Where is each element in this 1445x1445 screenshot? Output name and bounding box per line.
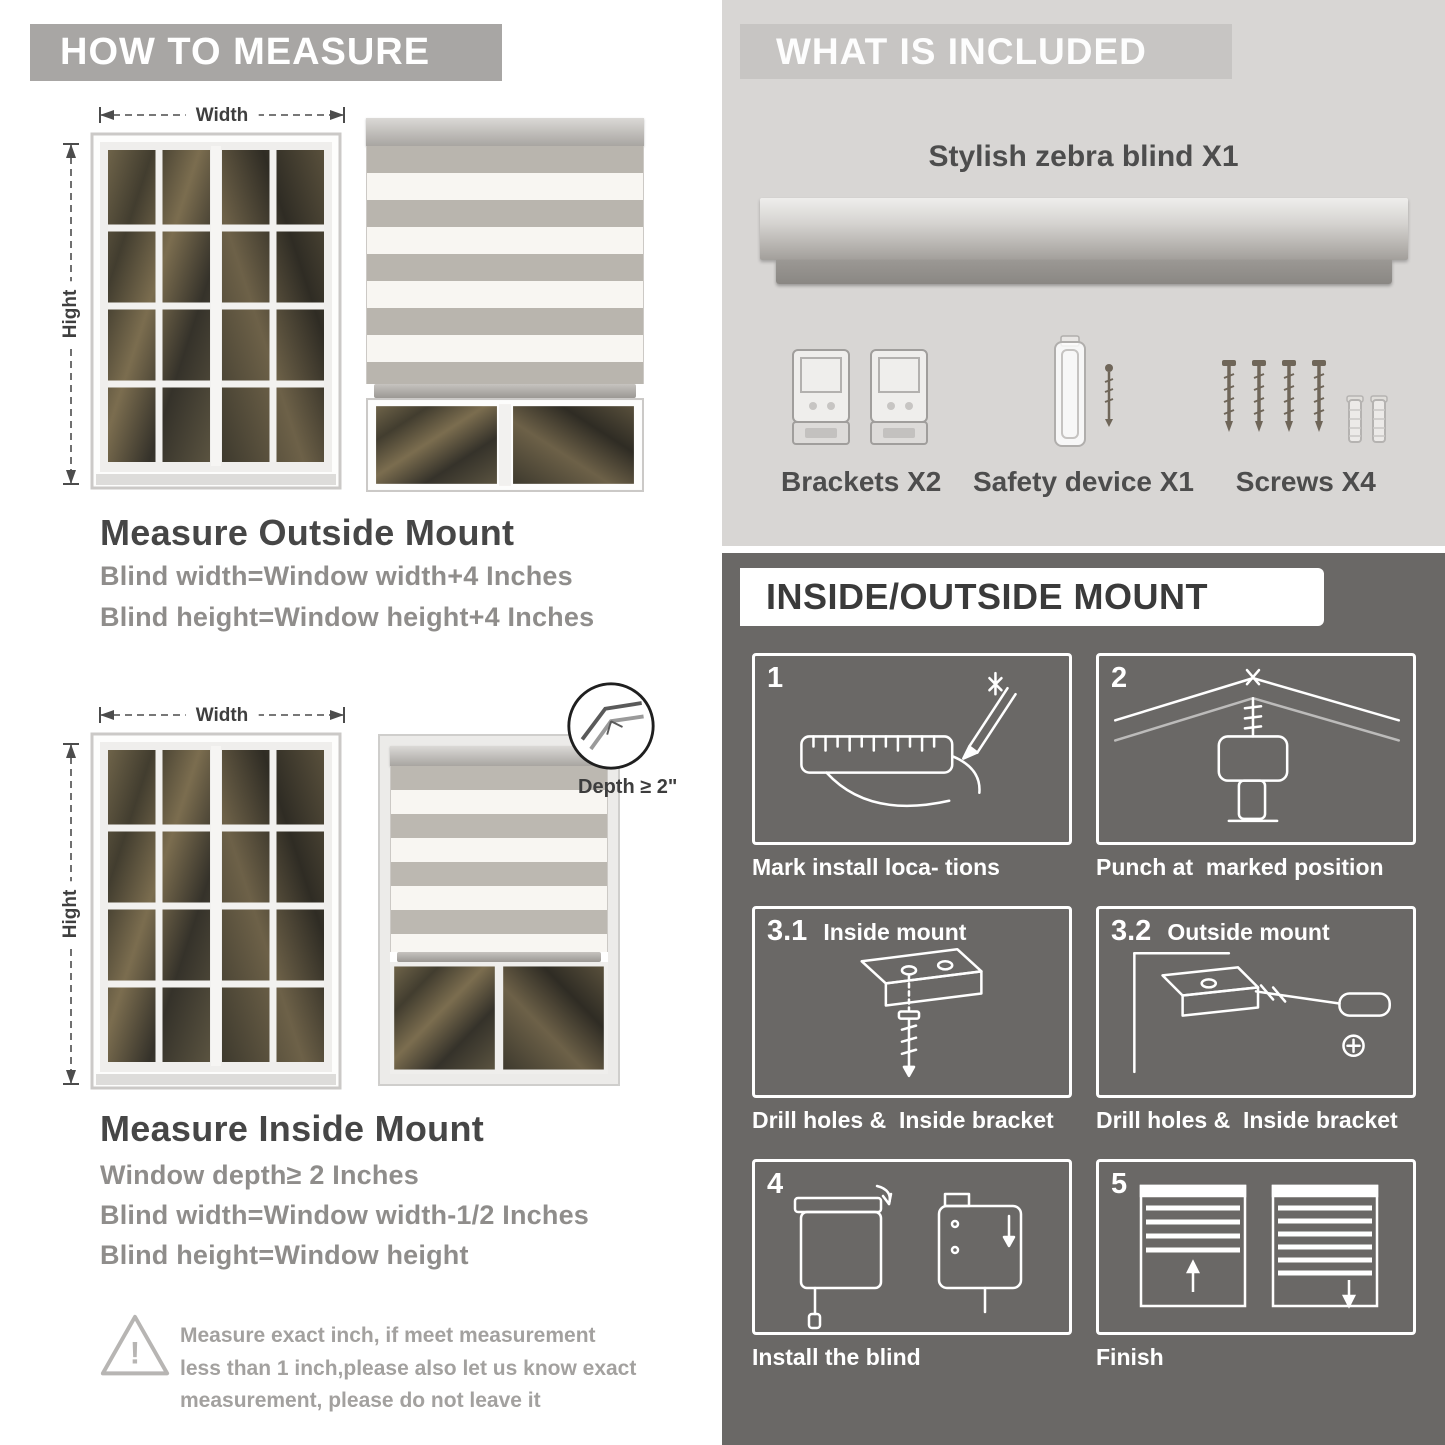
blind-stripes [390,766,608,952]
measure-warning-text: Measure exact inch, if meet measurement … [180,1324,637,1413]
blind-stripes [366,146,644,384]
step-number: 4 [767,1168,784,1200]
step-1-mark-locations: 1 [752,653,1072,882]
step-2-punch-position: 2 [1096,653,1416,882]
blind-bottom-rail [396,952,602,962]
mount-banner: INSIDE/OUTSIDE MOUNT [740,568,1324,626]
inside-mount-heading: Measure Inside Mount [100,1108,485,1149]
zebra-blind-illustration-outside [366,118,644,492]
step-4-box: 4 [752,1159,1072,1335]
drill-illustration [1113,668,1401,823]
mount-steps-grid: 1 [752,653,1416,1396]
window-illustration [90,132,342,490]
step-4-caption: Install the blind [752,1344,921,1370]
included-items-row: Brackets X2 Safety de [750,322,1417,498]
what-is-included-banner-label: WHAT IS INCLUDED [776,30,1147,72]
window-panes-below-blind [390,962,608,1074]
step-number: 3.2 [1111,915,1152,947]
step-5-caption: Finish [1096,1344,1164,1370]
warning-glyph: ! [130,1336,140,1371]
depth-detail-icon [567,682,655,770]
step-2-caption: Punch at marked position [1096,854,1384,880]
step-3-2-outside-mount: 3.2 Outside mount [1096,906,1416,1135]
included-item-safety-device: Safety device X1 [972,322,1194,498]
height-measure-arrow: Hight [60,142,82,486]
included-item-screws: Screws X4 [1195,322,1417,498]
zebra-blind-headrail-image [760,198,1408,260]
screws-label: Screws X4 [1235,466,1376,497]
zebra-blind-headrail-lip [776,260,1392,284]
inside-width-formula: Blind width=Window width-1/2 Inches [100,1200,590,1230]
outside-mount-figures: Width Hight [58,98,688,502]
step-number: 2 [1111,662,1128,694]
inside-height-formula: Blind height=Window height [100,1240,469,1270]
step-3-2-caption: Drill holes & Inside bracket [1096,1107,1398,1133]
tape-measure-illustration [800,671,1017,808]
inside-depth-formula: Window depth≥ 2 Inches [100,1160,419,1190]
product-name: Stylish zebra blind X1 [928,140,1239,173]
what-is-included-banner: WHAT IS INCLUDED [740,24,1232,79]
step-title: Outside mount [1167,919,1330,945]
blind-cassette [390,746,608,766]
safety-device-label: Safety device X1 [972,466,1194,497]
mount-banner-label: INSIDE/OUTSIDE MOUNT [766,576,1209,617]
step-5-finish: 5 [1096,1159,1416,1372]
step-number: 5 [1111,1168,1128,1200]
step-1-box: 1 [752,653,1072,845]
outside-mount-heading: Measure Outside Mount [100,512,515,553]
outside-width-formula: Blind width=Window width+4 Inches [100,561,573,591]
height-label: Hight [60,281,82,347]
step-number: 3.1 [767,915,808,947]
blind-cassette [366,118,644,146]
window-illustration [90,732,342,1090]
height-label: Hight [60,881,82,947]
outside-height-formula: Blind height=Window height+4 Inches [100,602,595,632]
step-3-1-inside-mount: 3.1 Inside mount [752,906,1072,1135]
safety-device-icon [1031,322,1135,454]
step-title: Inside mount [823,919,967,945]
mount-instructions-panel: INSIDE/OUTSIDE MOUNT 1 [722,553,1445,1445]
warning-triangle-icon: ! [96,1310,174,1382]
step-3-1-box: 3.1 Inside mount [752,906,1072,1098]
install-blind-illustration [793,1184,1023,1330]
finished-blinds-illustration [1139,1184,1379,1309]
step-5-box: 5 [1096,1159,1416,1335]
included-item-brackets: Brackets X2 [750,322,972,498]
inside-mount-figures: Width Hight [58,682,698,1100]
step-2-box: 2 [1096,653,1416,845]
window-below-blind [366,398,644,492]
depth-detail-circle [565,680,657,772]
what-is-included-panel: WHAT IS INCLUDED Stylish zebra blind X1 … [722,0,1445,546]
how-to-measure-banner: HOW TO MEASURE [30,24,502,81]
step-number: 1 [767,662,784,694]
outside-bracket-illustration [1133,951,1391,1074]
step-4-install-blind: 4 [752,1159,1072,1372]
how-to-measure-banner-label: HOW TO MEASURE [60,31,431,73]
brackets-label: Brackets X2 [780,466,942,497]
width-label: Width [185,705,259,727]
inside-bracket-illustration [860,947,983,1078]
width-measure-arrow: Width [98,105,346,127]
screws-icon [1211,322,1401,454]
zebra-blind-illustration-inside [378,734,620,1086]
depth-label: Depth ≥ 2" [578,776,678,798]
width-label: Width [185,105,259,127]
step-3-1-caption: Drill holes & Inside bracket [752,1107,1054,1133]
brackets-icon [785,322,937,454]
step-3-2-box: 3.2 Outside mount [1096,906,1416,1098]
blind-bottom-rail [374,384,636,398]
step-1-caption: Mark install loca- tions [752,854,1000,880]
height-measure-arrow: Hight [60,742,82,1086]
width-measure-arrow: Width [98,705,346,727]
